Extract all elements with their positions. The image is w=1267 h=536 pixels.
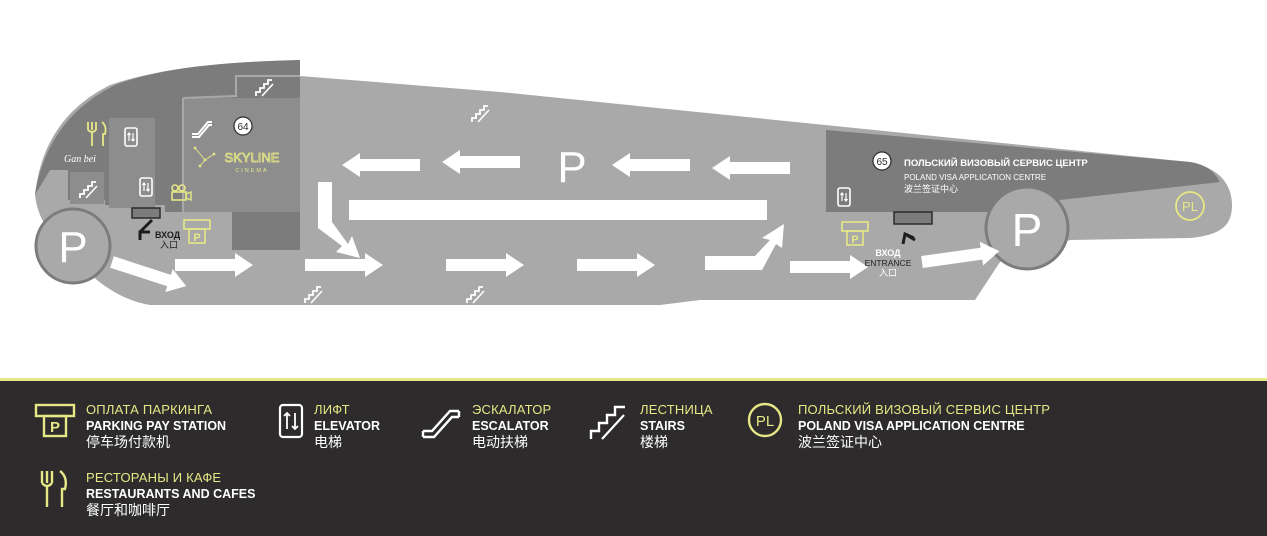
pl-icon: PL xyxy=(747,402,783,438)
entrance-east-door xyxy=(893,211,933,225)
pl-icon xyxy=(1175,191,1205,221)
svg-text:PL: PL xyxy=(756,413,774,430)
entrance-arrow-west xyxy=(138,218,154,240)
legend-visa-centre-zh: 波兰签证中心 xyxy=(798,435,882,451)
parking-letter-east: P xyxy=(1012,204,1043,256)
cinema-name: SKYLINE xyxy=(225,150,280,165)
fork-knife-icon xyxy=(87,121,107,146)
legend-elevator-ru: ЛИФТ xyxy=(314,402,350,417)
legend-stairs-ru: ЛЕСТНИЦА xyxy=(640,402,713,417)
legend-restaurants-en: RESTAURANTS AND CAFES xyxy=(86,487,256,501)
svg-text:P: P xyxy=(851,234,858,246)
legend-visa-centre: PL ПОЛЬСКИЙ ВИЗОВЫЙ СЕРВИС ЦЕНТР POLAND … xyxy=(746,401,1050,452)
legend-escalator-zh: 电动扶梯 xyxy=(472,435,528,451)
entrance-west-ru: ВХОД xyxy=(155,230,181,240)
legend-parking-pay-ru: ОПЛАТА ПАРКИНГА xyxy=(86,402,213,417)
svg-text:P: P xyxy=(50,419,60,436)
legend-restaurants-zh: 餐厅和咖啡厅 xyxy=(86,503,170,519)
legend-parking-pay: P ОПЛАТА ПАРКИНГА PARKING PAY STATION 停车… xyxy=(34,401,226,452)
elevator-core xyxy=(109,118,155,208)
parking-pay-icon: P xyxy=(841,221,869,246)
store-65-badge xyxy=(872,151,892,171)
cinema-sub: CINEMA xyxy=(235,168,268,174)
legend-restaurants-ru: РЕСТОРАНЫ И КАФЕ xyxy=(86,470,222,485)
store-65-number: 65 xyxy=(876,157,888,168)
parking-letter-center: P xyxy=(557,143,586,192)
visa-label-en: POLAND VISA APPLICATION CENTRE xyxy=(904,173,1046,182)
stairs-icon xyxy=(589,405,625,440)
parking-floor xyxy=(35,60,1232,305)
fork-knife-icon xyxy=(40,470,68,507)
parking-letter-west: P xyxy=(58,223,87,272)
parking-pay-icon: P xyxy=(34,403,76,438)
store-64-number: 64 xyxy=(237,122,249,133)
cinema-logo: SKYLINE CINEMA xyxy=(193,146,280,174)
legend-parking-pay-en: PARKING PAY STATION xyxy=(86,419,227,433)
legend-stairs-en: STAIRS xyxy=(640,419,685,433)
visa-label-zh: 波兰签证中心 xyxy=(904,183,958,195)
legend-elevator: ЛИФТ ELEVATOR 电梯 xyxy=(278,401,380,452)
legend-parking-pay-zh: 停车场付款机 xyxy=(86,435,170,451)
entrance-east-en: ENTRANCE xyxy=(865,258,912,268)
stair-core xyxy=(70,172,104,204)
central-divider xyxy=(349,200,767,220)
floor-map: P P P Gan bei xyxy=(34,60,1232,305)
legend: P ОПЛАТА ПАРКИНГА PARKING PAY STATION 停车… xyxy=(0,378,1267,536)
legend-stairs-zh: 楼梯 xyxy=(640,435,668,451)
legend-elevator-en: ELEVATOR xyxy=(314,419,380,433)
pl-letter: PL xyxy=(1182,199,1198,214)
legend-elevator-zh: 电梯 xyxy=(314,435,342,451)
entrance-east-ru: ВХОД xyxy=(875,248,901,258)
curve-arrow-up xyxy=(705,224,784,270)
entrance-west-door xyxy=(131,207,161,219)
parking-circle-east xyxy=(984,185,1070,271)
legend-stairs: ЛЕСТНИЦА STAIRS 楼梯 xyxy=(588,401,713,452)
legend-visa-centre-en: POLAND VISA APPLICATION CENTRE xyxy=(798,419,1025,433)
legend-escalator-ru: ЭСКАЛАТОР xyxy=(472,402,552,417)
entrance-arrow-east xyxy=(901,231,916,245)
curve-arrow-down xyxy=(318,182,360,258)
entrance-east-zh: 入口 xyxy=(879,268,897,279)
entrance-west-zh: 入口 xyxy=(160,240,178,251)
store-64-badge xyxy=(233,116,253,136)
camera-icon xyxy=(171,184,192,202)
elevator-icon xyxy=(278,403,304,439)
svg-text:P: P xyxy=(193,232,200,244)
legend-restaurants: РЕСТОРАНЫ И КАФЕ RESTAURANTS AND CAFES 餐… xyxy=(34,469,255,520)
legend-visa-centre-ru: ПОЛЬСКИЙ ВИЗОВЫЙ СЕРВИС ЦЕНТР xyxy=(798,402,1051,417)
escalator-icon xyxy=(421,409,461,439)
legend-escalator-en: ESCALATOR xyxy=(472,419,549,433)
legend-escalator: ЭСКАЛАТОР ESCALATOR 电动扶梯 xyxy=(420,401,551,452)
restaurant-logo: Gan bei xyxy=(64,154,96,165)
parking-pay-icon: P xyxy=(183,219,211,244)
store-block-east xyxy=(826,130,1220,212)
visa-label-ru: ПОЛЬСКИЙ ВИЗОВЫЙ СЕРВИС ЦЕНТР xyxy=(904,157,1088,169)
parking-circle-west xyxy=(34,207,112,285)
